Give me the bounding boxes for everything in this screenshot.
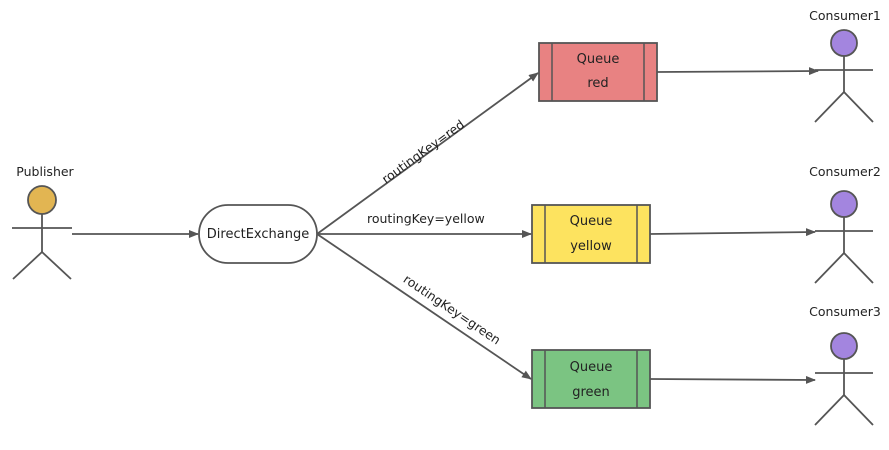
queue-yellow-title: Queue <box>569 214 613 229</box>
consumer3-label: Consumer3 <box>809 304 881 319</box>
queue-green-name: green <box>572 385 610 400</box>
publisher-actor <box>12 185 72 280</box>
arrow-queue-red-to-consumer1 <box>656 67 819 76</box>
consumer2-actor <box>814 190 874 284</box>
queue-red-name: red <box>587 76 609 91</box>
queue-green-title: Queue <box>569 360 613 375</box>
queue-red-title: Queue <box>576 52 620 67</box>
arrow-exchange-to-queue-red <box>316 72 539 235</box>
exchange-label: DirectExchange <box>206 227 310 242</box>
arrow-queue-yellow-to-consumer2 <box>649 228 816 237</box>
consumer3-actor <box>814 332 874 426</box>
edge-label-yellow: routingKey=yellow <box>367 211 485 226</box>
consumer1-actor <box>814 29 874 123</box>
queue-yellow-name: yellow <box>570 239 612 254</box>
publisher-label: Publisher <box>16 164 74 179</box>
consumer1-label: Consumer1 <box>809 8 881 23</box>
queue-yellow <box>531 204 651 264</box>
consumer2-label: Consumer2 <box>809 164 881 179</box>
arrow-exchange-to-queue-green <box>316 233 532 380</box>
arrow-queue-green-to-consumer3 <box>649 375 816 384</box>
